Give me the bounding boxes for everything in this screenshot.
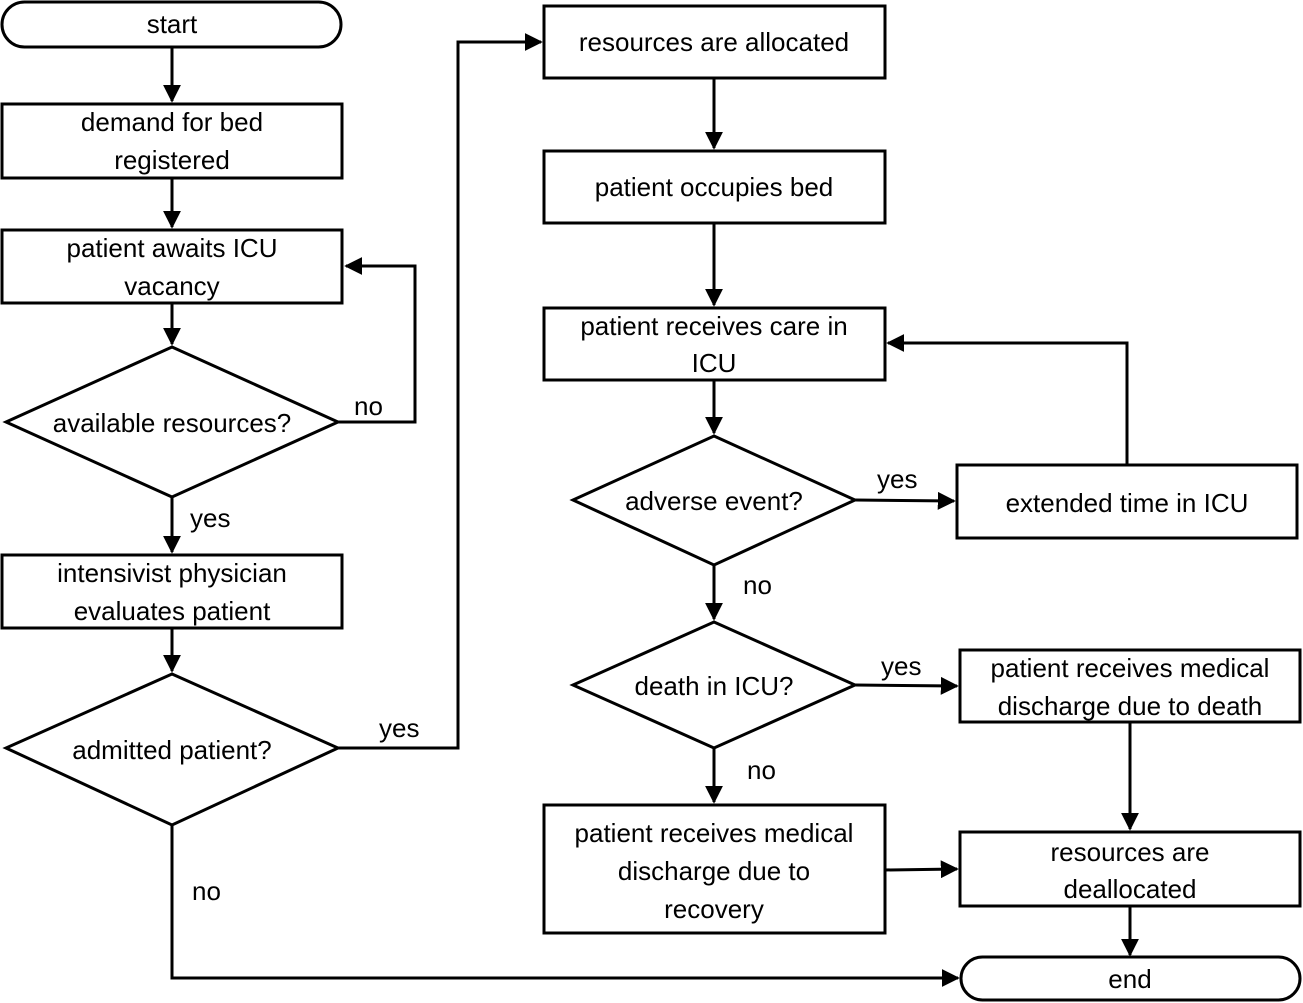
node-discharge-death-label-1: patient receives medical <box>991 653 1270 683</box>
node-available-resources: available resources? <box>2 345 342 499</box>
node-start: start <box>0 0 343 49</box>
node-adverse-label: adverse event? <box>625 486 803 516</box>
node-extended-label: extended time in ICU <box>1006 488 1249 518</box>
node-deallocated-label-1: resources are <box>1051 837 1210 867</box>
node-demand-label-1: demand for bed <box>81 107 263 137</box>
node-end: end <box>959 955 1302 1002</box>
node-demand: demand for bed registered <box>0 102 344 180</box>
edge-death-yes-to-discharge-death <box>854 676 959 695</box>
node-occupies: patient occupies bed <box>542 149 887 225</box>
node-discharge-recovery-label-3: recovery <box>664 894 764 924</box>
edge-label-admitted-no: no <box>192 876 221 906</box>
edge-label-adverse-no: no <box>743 570 772 600</box>
node-discharge-death: patient receives medical discharge due t… <box>958 648 1302 724</box>
edge-extended-to-care <box>886 334 1129 465</box>
edge-label-death-no: no <box>747 755 776 785</box>
edge-labels: no yes yes no yes no yes no <box>190 391 921 906</box>
node-allocated: resources are allocated <box>542 4 887 80</box>
edge-admitted-yes-to-allocated <box>338 33 543 750</box>
node-admitted-label: admitted patient? <box>72 735 271 765</box>
edge-label-admitted-yes: yes <box>379 713 419 743</box>
node-care-label-1: patient receives care in <box>580 311 847 341</box>
node-await-label-1: patient awaits ICU <box>67 233 278 263</box>
node-available-resources-label: available resources? <box>53 408 291 438</box>
node-await: patient awaits ICU vacancy <box>0 228 344 305</box>
node-death: death in ICU? <box>569 620 859 750</box>
node-discharge-recovery: patient receives medical discharge due t… <box>542 803 887 935</box>
node-discharge-recovery-label-1: patient receives medical <box>575 818 854 848</box>
node-evaluate-label-1: intensivist physician <box>57 558 287 588</box>
node-discharge-death-label-2: discharge due to death <box>998 691 1263 721</box>
node-allocated-label: resources are allocated <box>579 27 849 57</box>
edges <box>163 33 1139 987</box>
node-care-label-2: ICU <box>692 348 737 378</box>
node-evaluate: intensivist physician evaluates patient <box>0 553 344 630</box>
edge-label-avail-no: no <box>354 391 383 421</box>
node-care: patient receives care in ICU <box>542 306 887 382</box>
node-await-label-2: vacancy <box>124 271 219 301</box>
node-occupies-label: patient occupies bed <box>595 172 834 202</box>
edge-label-death-yes: yes <box>881 651 921 681</box>
node-admitted: admitted patient? <box>2 672 342 827</box>
edge-discharge-recovery-to-deallocated <box>884 860 959 879</box>
node-demand-label-2: registered <box>114 145 230 175</box>
edge-admitted-no-to-end <box>170 825 960 987</box>
edge-label-avail-yes: yes <box>190 503 230 533</box>
edge-adverse-yes-to-extended <box>854 491 956 510</box>
node-deallocated-label-2: deallocated <box>1064 874 1197 904</box>
node-deallocated: resources are deallocated <box>958 830 1302 908</box>
node-death-label: death in ICU? <box>635 671 794 701</box>
node-end-label: end <box>1108 964 1151 994</box>
node-start-label: start <box>147 9 198 39</box>
node-adverse: adverse event? <box>569 434 859 567</box>
node-extended: extended time in ICU <box>955 463 1299 540</box>
node-evaluate-label-2: evaluates patient <box>74 596 271 626</box>
node-discharge-recovery-label-2: discharge due to <box>618 856 810 886</box>
edge-avail-no-loop <box>338 257 417 424</box>
edge-label-adverse-yes: yes <box>877 464 917 494</box>
